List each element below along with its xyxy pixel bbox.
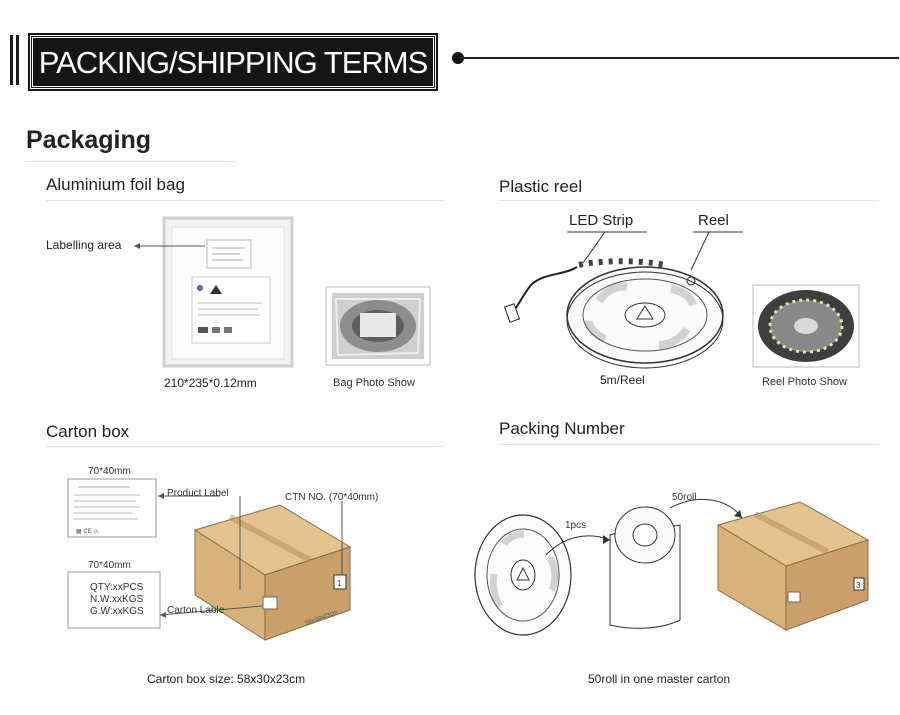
bag-photo-caption: Bag Photo Show (333, 377, 415, 389)
foil-bag-rule (46, 200, 444, 201)
carton-label-gw: G.W:xxKGS (90, 606, 144, 617)
reel-label: Reel (698, 212, 729, 229)
banner-dot (452, 52, 464, 64)
labelling-area-label: Labelling area (46, 238, 122, 252)
packing-number-title: Packing Number (499, 419, 625, 438)
foil-bag-illustration (134, 216, 431, 368)
carton-box-rule (46, 446, 444, 447)
plastic-reel-illustration (503, 231, 860, 369)
led-strip-label: LED Strip (569, 212, 634, 229)
foil-bag-title: Aluminium foil bag (46, 175, 185, 194)
label-size-1: 70*40mm (88, 466, 131, 477)
banner-bars (10, 35, 24, 85)
packing-number-illustration: 3 (474, 498, 870, 636)
svg-text:3: 3 (856, 581, 861, 590)
packing-number-caption: 50roll in one master carton (588, 672, 731, 686)
packing-number-rule (499, 444, 879, 445)
header-banner: PACKING/SHIPPING TERMS (30, 35, 436, 89)
carton-label-qty: QTY:xxPCS (90, 582, 144, 593)
one-pcs-label: 1pcs (565, 520, 587, 531)
banner-line (459, 57, 899, 59)
carton-lable-text: Carton Lable (167, 605, 225, 616)
label-size-2: 70*40mm (88, 560, 131, 571)
section-rule (26, 161, 236, 162)
carton-box-illustration: ▦ CE ⚠ 1 58x30x23cm (67, 478, 352, 641)
ctn-no-text: CTN NO. (70*40mm) (285, 492, 379, 503)
carton-label-nw: N.W:xxKGS (90, 594, 144, 605)
product-label-text: Product Label (167, 488, 229, 499)
svg-text:▦ CE ⚠: ▦ CE ⚠ (76, 528, 99, 535)
reel-length-caption: 5m/Reel (600, 373, 645, 387)
plastic-reel-title: Plastic reel (499, 177, 583, 196)
page-title: PACKING/SHIPPING TERMS (38, 45, 429, 80)
reel-photo-caption: Reel Photo Show (762, 376, 847, 388)
fifty-roll-label: 50roll (672, 492, 697, 503)
plastic-reel-rule (499, 200, 879, 201)
carton-size-caption: Carton box size: 58x30x23cm (147, 672, 306, 686)
foil-bag-size-caption: 210*235*0.12mm (164, 376, 257, 390)
svg-text:1: 1 (337, 579, 342, 588)
carton-box-title: Carton box (46, 422, 130, 441)
section-title: Packaging (26, 126, 152, 154)
carton-label-lines: QTY:xxPCS N.W:xxKGS G.W:xxKGS (90, 582, 150, 618)
